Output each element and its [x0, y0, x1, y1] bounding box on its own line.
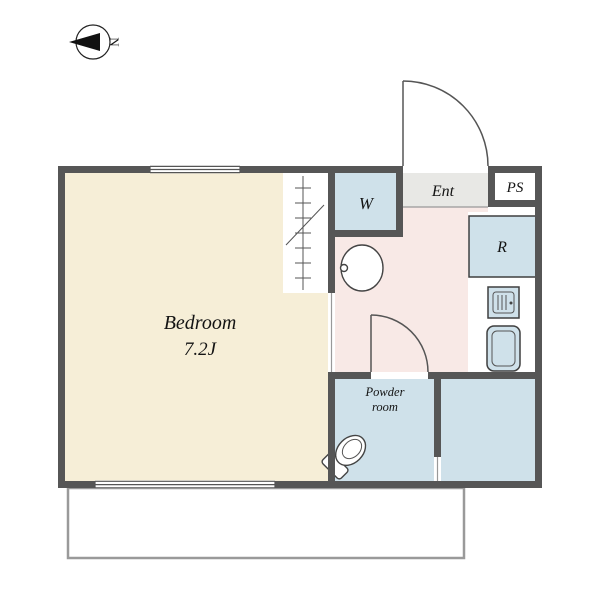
pipe-space-area — [495, 173, 535, 200]
stove-icon — [487, 286, 520, 319]
powder-room-label: Powder room — [365, 385, 405, 414]
bedroom-size-label: 7.2J — [184, 339, 218, 360]
svg-text:Powder: Powder — [365, 385, 405, 399]
pipe-space-label: PS — [506, 180, 524, 196]
bathroom-area — [441, 379, 535, 481]
refrigerator-label: R — [496, 239, 507, 256]
compass-needle — [69, 33, 100, 51]
entrance-door-swing — [402, 80, 489, 167]
bedroom-top-window — [149, 165, 241, 174]
refrigerator-area — [468, 215, 537, 278]
entrance-label: Ent — [431, 183, 455, 200]
washbasin-icon — [339, 244, 384, 292]
closet-hatch — [285, 176, 325, 290]
bedroom-balcony-window — [94, 480, 276, 489]
bedroom-label: Bedroom — [164, 312, 237, 334]
svg-text:room: room — [372, 400, 398, 414]
kitchen-sink-icon — [486, 325, 521, 372]
compass-label: N — [107, 37, 122, 47]
powder-door-swing — [370, 314, 429, 373]
north-compass-icon: N — [69, 24, 122, 60]
entrance-area — [403, 173, 488, 207]
washer-label: W — [359, 194, 375, 213]
washer-area — [335, 173, 396, 230]
balcony-area — [66, 486, 466, 560]
